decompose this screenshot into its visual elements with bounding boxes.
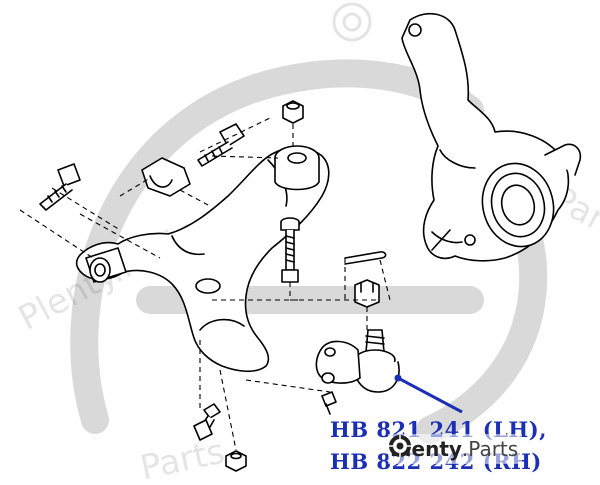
steering-knuckle	[401, 12, 582, 262]
castle-nut	[354, 279, 380, 308]
front-bushing	[85, 247, 127, 283]
cotter-pin	[344, 251, 387, 265]
callout-pointer	[394, 374, 463, 414]
bolt-left	[39, 163, 81, 211]
lower-control-arm	[75, 146, 330, 373]
brand-name: Plenty.Parts	[390, 437, 519, 461]
nut-lower	[225, 450, 247, 472]
bolt-lower-2	[321, 391, 337, 415]
top-nut	[282, 100, 304, 124]
control-arm-hole	[195, 278, 221, 294]
bolt-lower-1	[193, 403, 221, 441]
bolt-vertical	[280, 217, 300, 283]
watermark-logo-top	[332, 2, 372, 42]
rear-bushing	[274, 145, 320, 191]
brand-watermark: Plenty.Parts	[388, 434, 523, 464]
brand-logo-icon	[389, 435, 411, 457]
watermark-arc-left	[70, 59, 484, 434]
bolt-upper	[197, 123, 245, 167]
bracket	[141, 157, 191, 197]
assembly-lines	[19, 117, 391, 451]
brand-domain: .Parts	[461, 437, 519, 461]
ball-joint	[315, 329, 400, 393]
